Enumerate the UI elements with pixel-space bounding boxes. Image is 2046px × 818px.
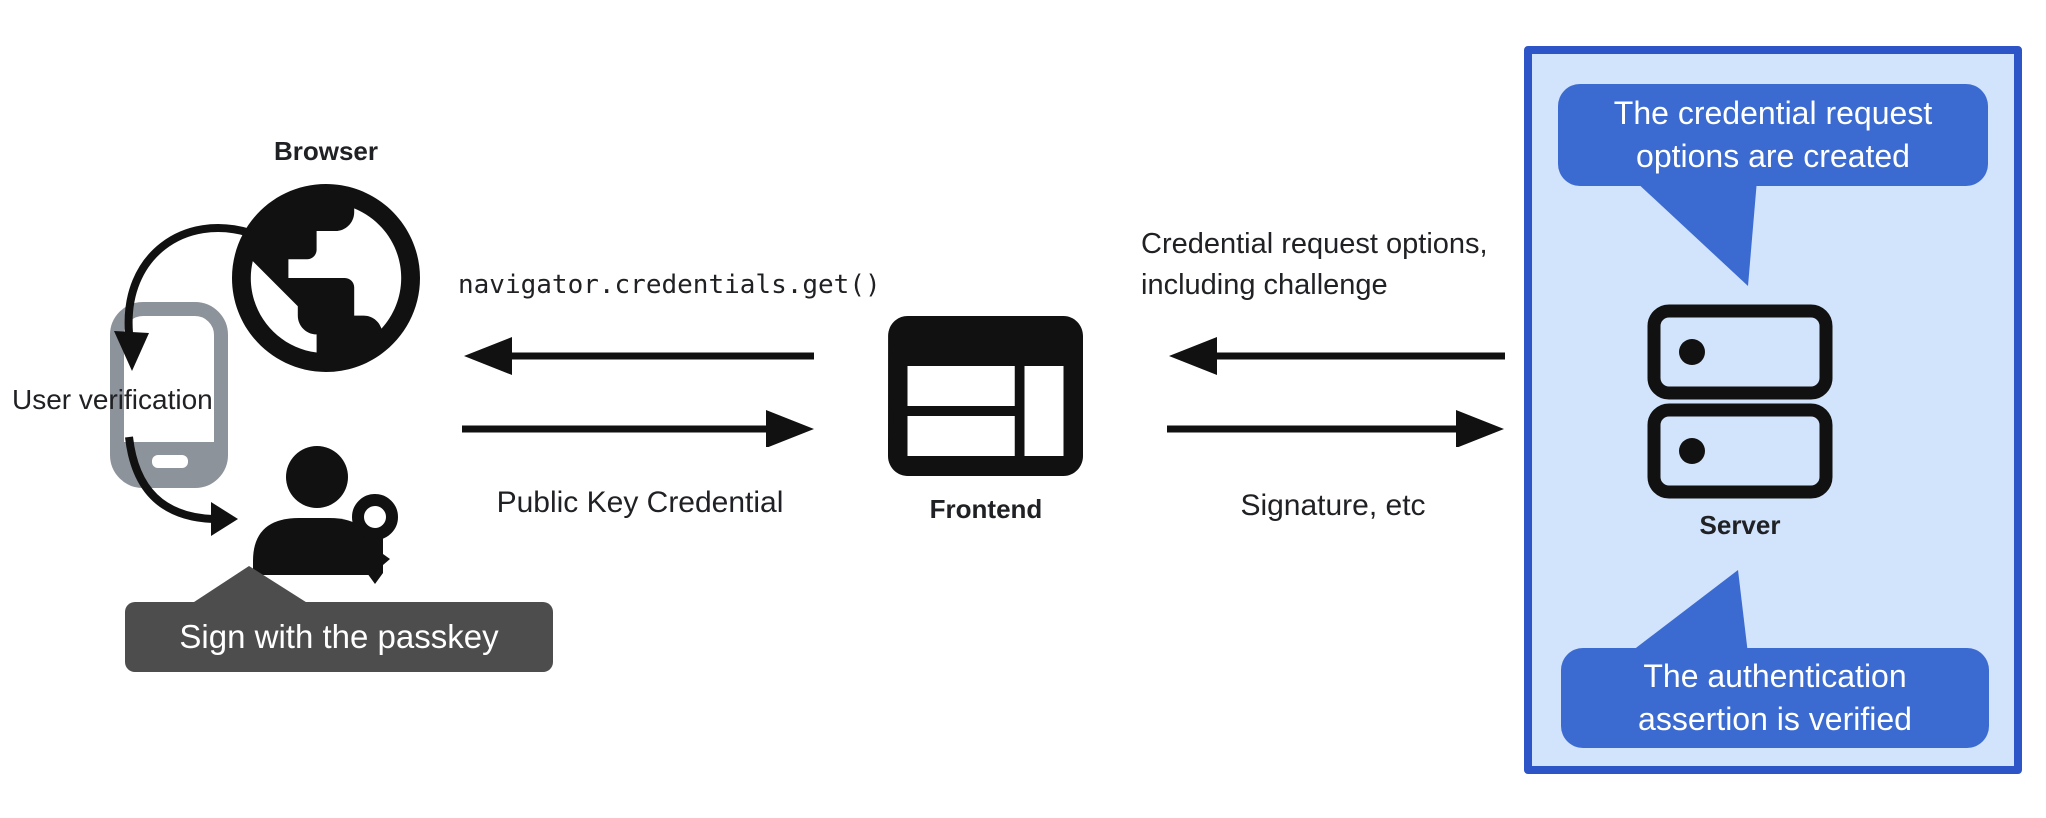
navigator-credentials-get-label: navigator.credentials.get(): [458, 270, 881, 300]
bubble-bottom-tail: [1628, 570, 1748, 654]
credential-request-options-label: Credential request options, including ch…: [1141, 228, 1488, 301]
server-label: Server: [1699, 510, 1781, 540]
bubble-bottom-text: The authentication assertion is verified: [1638, 658, 1912, 737]
browser-label: Browser: [273, 136, 379, 166]
signature-label: Signature, etc: [1240, 489, 1426, 522]
bubble-credential-request-created: The credential request options are creat…: [1558, 84, 1988, 186]
user-verification-flow-arrows: [114, 224, 252, 536]
globe-icon: [232, 184, 420, 372]
passkey-user-icon: [253, 446, 398, 584]
browser-frontend-arrows: [462, 337, 814, 447]
bubble-assertion-verified: The authentication assertion is verified: [1561, 648, 1989, 748]
frontend-server-arrows: [1167, 337, 1505, 447]
user-verification-label: User verification: [12, 384, 213, 415]
tooltip-pointer: [191, 566, 309, 604]
browser-window-icon: [888, 316, 1083, 476]
tooltip-text: Sign with the passkey: [179, 618, 499, 655]
bubble-top-text: The credential request options are creat…: [1613, 95, 1933, 174]
smartphone-icon: [110, 302, 228, 488]
bubble-top-tail: [1634, 180, 1757, 286]
server-stack-icon: [1647, 304, 1833, 499]
sign-with-passkey-tooltip: Sign with the passkey: [125, 602, 553, 672]
frontend-label: Frontend: [929, 494, 1043, 524]
public-key-credential-label: Public Key Credential: [496, 486, 784, 519]
